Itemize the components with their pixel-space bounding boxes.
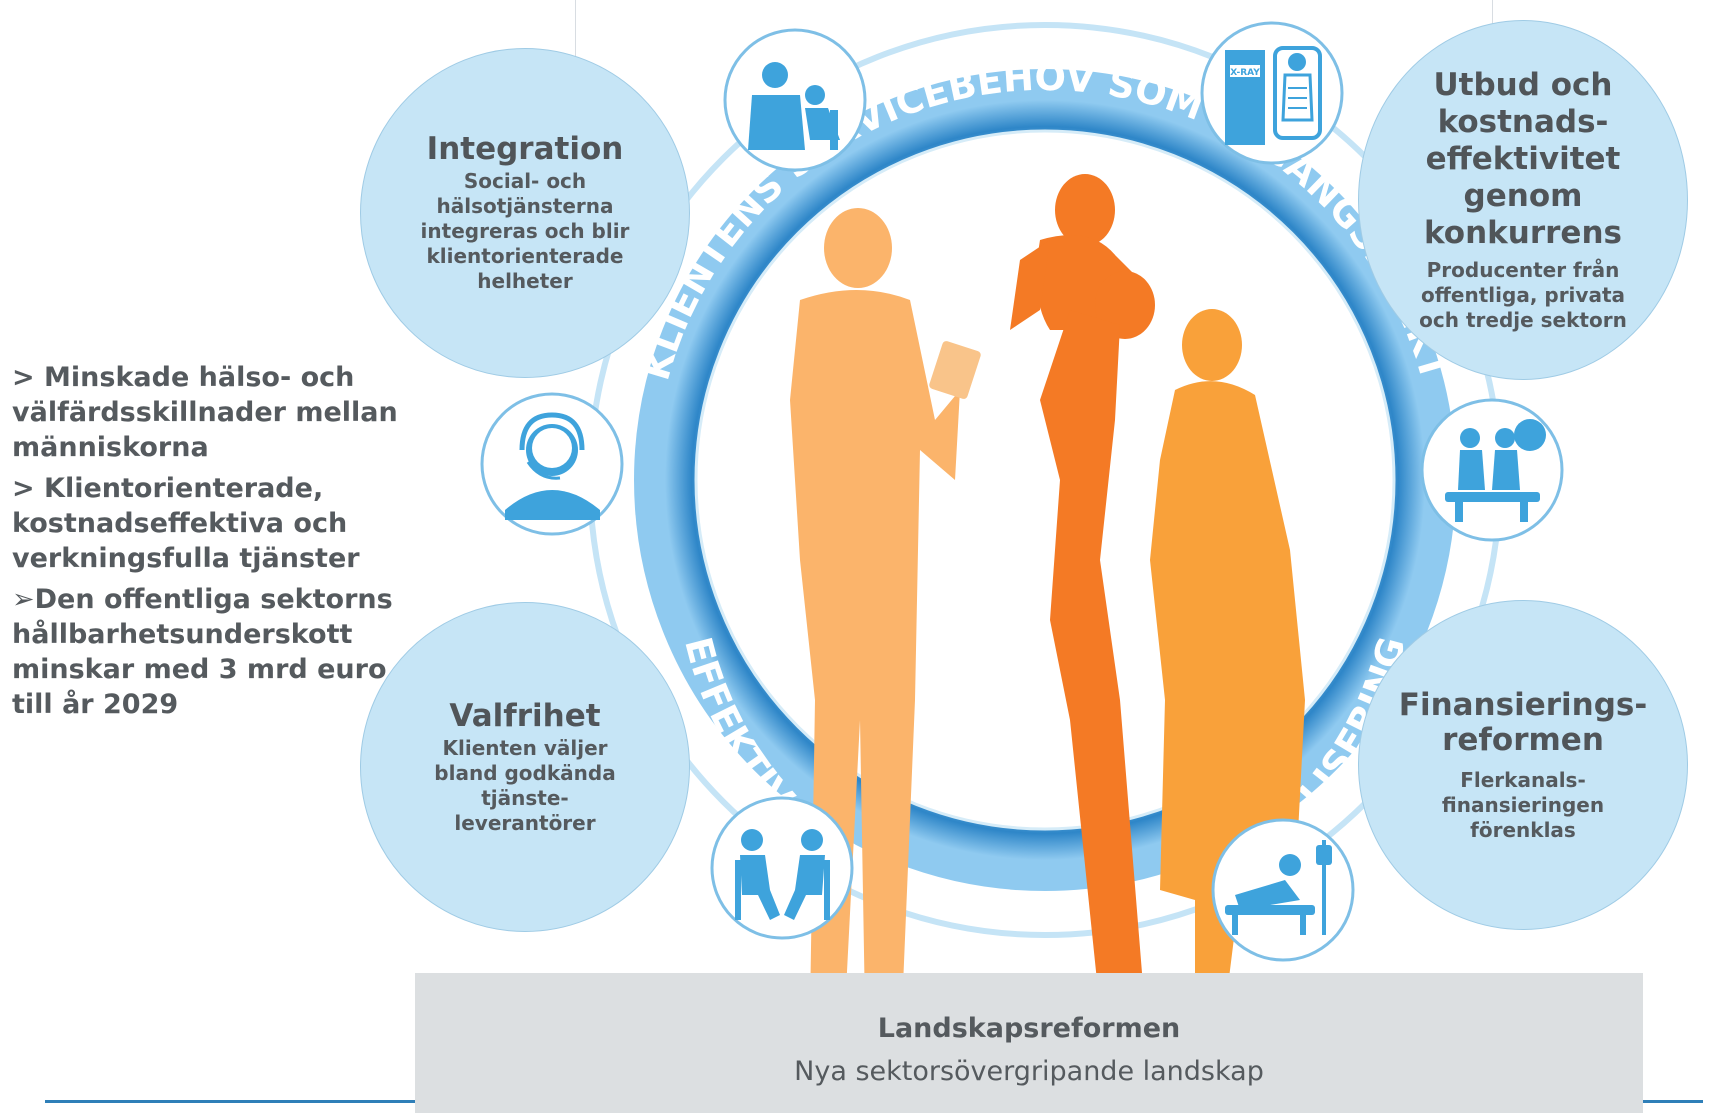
x-ray-icon: X-RAY [1225,46,1322,145]
two-people-meeting-icon [735,829,830,920]
bubble-integration: Integration Social- och hälsotjänsterna … [360,48,690,378]
valfrihet-text: Klienten väljer bland godkända tjänste-l… [434,735,616,835]
bubble-valfrihet: Valfrihet Klienten väljer bland godkända… [360,602,690,932]
bottom-subtitle: Nya sektorsövergripande landskap [794,1056,1264,1087]
icon-circle-xray: X-RAY [1200,21,1344,165]
landskapsreformen-box: Landskapsreformen Nya sektorsövergripand… [415,973,1643,1113]
finansiering-text: Flerkanals-finansieringen förenklas [1441,767,1605,842]
icon-circle-meeting [710,796,854,940]
bottom-rule-left [45,1100,415,1103]
bubble-utbud: Utbud och kostnads-effektivitet genom ko… [1358,20,1688,380]
hospital-bed-icon [1225,840,1332,935]
icon-circle-hospital-bed [1211,818,1355,962]
surgery-icon [1445,419,1546,522]
goals-list: > Minskade hälso- och välfärdsskillnader… [12,360,432,728]
guide-line-left [575,0,576,60]
goal-item: > Klientorienterade, kostnadseffektiva o… [12,473,360,574]
bottom-rule-right [1643,1100,1703,1103]
figure-woman-lifting-child [1010,174,1155,1010]
call-center-agent-icon [505,412,600,520]
goal-item: > Minskade hälso- och välfärdsskillnader… [12,362,398,463]
doctor-examining-child-icon [748,62,840,150]
icon-circle-doctor [723,28,867,172]
utbud-title: Utbud och kostnads-effektivitet genom ko… [1424,67,1622,251]
finansiering-title: Finansierings-reformen [1398,686,1648,758]
bottom-title: Landskapsreformen [877,1013,1181,1044]
utbud-text: Producenter från offentliga, privata och… [1419,258,1627,332]
svg-text:X-RAY: X-RAY [1230,68,1260,78]
valfrihet-title: Valfrihet [449,697,601,734]
icon-circle-headset [480,392,624,536]
integration-title: Integration [426,131,624,167]
goal-item: ➢Den offentliga sektorns hållbarhetsunde… [12,584,393,720]
bubble-finansiering: Finansierings-reformen Flerkanals-finans… [1358,600,1688,930]
integration-text: Social- och hälsotjänsterna integreras o… [420,169,630,293]
icon-circle-surgery [1420,398,1564,542]
